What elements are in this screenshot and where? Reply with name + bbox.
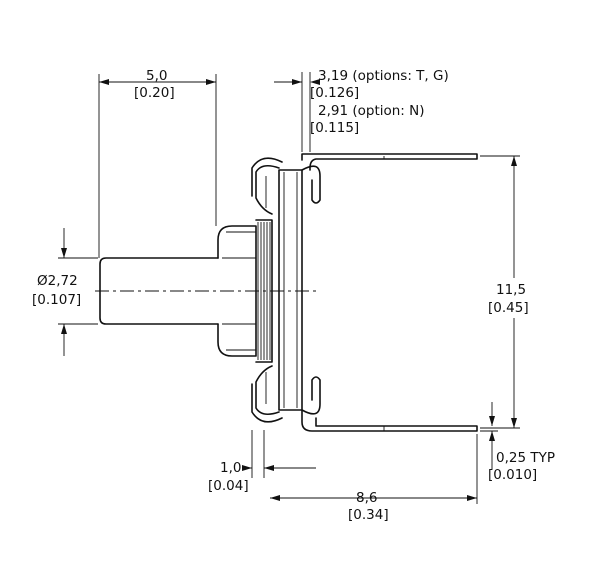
bottom-clip [301,376,321,415]
body-thickness-tg-inch: [0.126] [310,85,359,101]
dimension-lines [58,72,520,504]
body-thickness-n-inch: [0.115] [310,120,359,136]
top-clip [301,165,321,204]
bracket-thickness-mm: 1,0 [220,460,241,476]
terminal-pin-lower [301,409,478,432]
shaft-length-mm: 5,0 [146,68,167,84]
pin-thickness-inch: [0.010] [488,467,537,483]
bracket-thickness-inch: [0.04] [208,478,249,494]
mounting-bracket [255,164,280,416]
pin-thickness-mm: 0,25 TYP [496,450,555,466]
component-outline [95,153,478,432]
overall-depth-mm: 8,6 [356,490,377,506]
shaft-diameter-mm: Ø2,72 [37,273,78,289]
pin-spacing-inch: [0.45] [488,300,529,316]
body-thickness-n-mm: 2,91 (option: N) [318,103,425,119]
body-thickness-tg-mm: 3,19 (options: T, G) [318,68,449,84]
terminal-pin-upper [301,153,478,171]
housing-body [278,169,303,411]
overall-depth-inch: [0.34] [348,507,389,523]
shaft-length-inch: [0.20] [134,85,175,101]
shaft-diameter-inch: [0.107] [32,292,81,308]
dimension-labels: 5,0 [0.20] 3,19 (options: T, G) [0.126] … [32,68,555,523]
pin-spacing-mm: 11,5 [496,282,526,298]
